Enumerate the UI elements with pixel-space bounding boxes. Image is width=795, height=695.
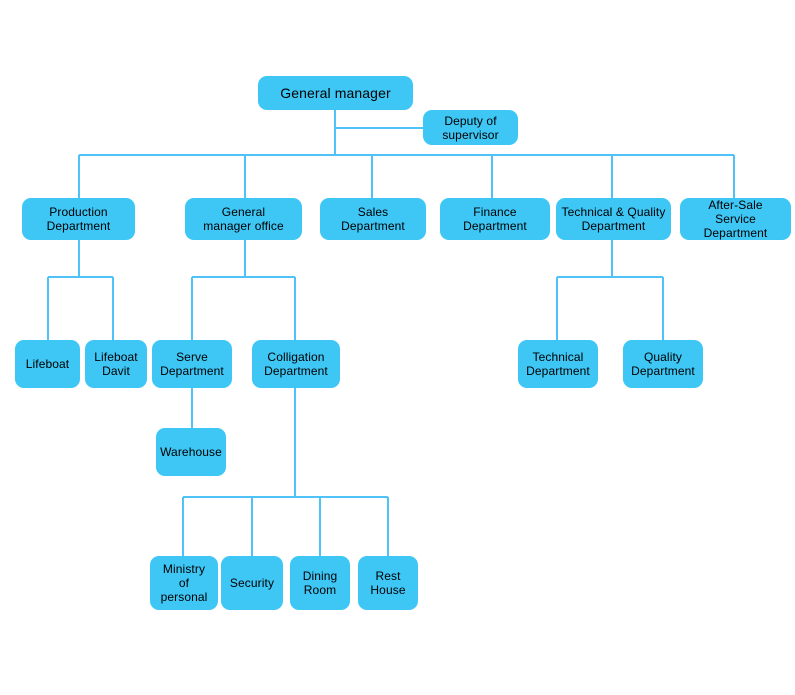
node-dining-room[interactable]: Dining Room (290, 556, 350, 610)
node-lifeboat[interactable]: Lifeboat (15, 340, 80, 388)
node-sales-department[interactable]: Sales Department (320, 198, 426, 240)
node-technical-department[interactable]: Technical Department (518, 340, 598, 388)
node-warehouse[interactable]: Warehouse (156, 428, 226, 476)
node-after-sale-service-department[interactable]: After-Sale Service Department (680, 198, 791, 240)
node-general-manager-office[interactable]: General manager office (185, 198, 302, 240)
node-rest-house[interactable]: Rest House (358, 556, 418, 610)
node-security[interactable]: Security (221, 556, 283, 610)
node-general-manager[interactable]: General manager (258, 76, 413, 110)
node-finance-department[interactable]: Finance Department (440, 198, 550, 240)
node-deputy-of-supervisor[interactable]: Deputy of supervisor (423, 110, 518, 145)
node-production-department[interactable]: Production Department (22, 198, 135, 240)
node-serve-department[interactable]: Serve Department (152, 340, 232, 388)
node-technical-quality-department[interactable]: Technical & Quality Department (556, 198, 671, 240)
node-ministry-of-personal[interactable]: Ministry of personal (150, 556, 218, 610)
node-quality-department[interactable]: Quality Department (623, 340, 703, 388)
node-colligation-department[interactable]: Colligation Department (252, 340, 340, 388)
node-lifeboat-davit[interactable]: Lifeboat Davit (85, 340, 147, 388)
